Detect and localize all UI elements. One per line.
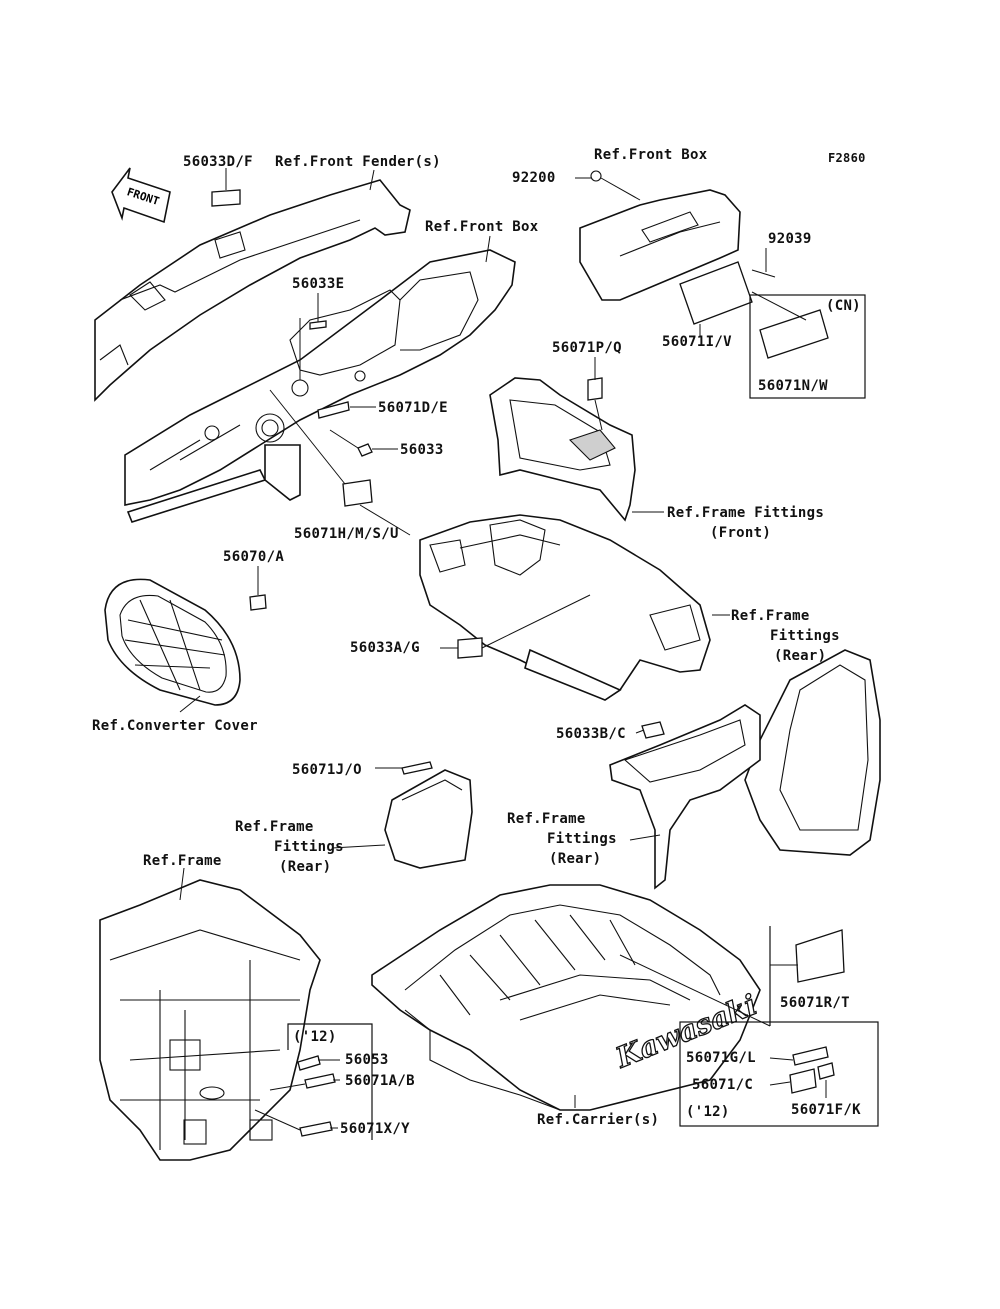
label-56071JO: 56071J/O: [292, 762, 362, 778]
decal-56033DF: [211, 189, 241, 207]
frame-drawing: [99, 879, 321, 1161]
front-fender-drawing: [94, 179, 411, 402]
decal-56071XY: [299, 1121, 333, 1137]
decal-56071GL: [792, 1046, 829, 1066]
label-92200: 92200: [512, 170, 556, 186]
rear-frame-fittings-drawing: [609, 649, 881, 890]
label-56071FK: 56071F/K: [791, 1102, 861, 1118]
ref-frame-fittings-rear-b2: Fittings: [274, 839, 344, 855]
rear-plate-drawing: [384, 769, 473, 869]
label-56033: 56033: [400, 442, 444, 458]
ref-front-box-top: Ref.Front Box: [594, 147, 708, 163]
label-92039: 92039: [768, 231, 812, 247]
label-year12-left: ('12): [293, 1029, 337, 1045]
decal-56033BC: [641, 721, 665, 739]
figure-code: F2860: [828, 151, 866, 165]
ref-frame: Ref.Frame: [143, 853, 222, 869]
front-box-drawing: [579, 170, 776, 301]
decal-56071IV: [679, 261, 753, 325]
ref-frame-fittings-rear-a3: (Rear): [774, 648, 827, 664]
label-56033DF: 56033D/F: [183, 154, 253, 170]
label-56071NW: 56071N/W: [758, 378, 828, 394]
ref-converter-cover: Ref.Converter Cover: [92, 718, 258, 734]
label-cn: (CN): [826, 298, 861, 314]
label-56071PQ: 56071P/Q: [552, 340, 622, 356]
year12-left-callout-box: [287, 1023, 373, 1140]
ref-frame-fittings-rear-c2: Fittings: [547, 831, 617, 847]
year12-right-callout-box: [679, 1021, 879, 1127]
label-56071HMSU: 56071H/M/S/U: [294, 526, 399, 542]
decal-56033: [357, 443, 373, 457]
ref-frame-fittings-rear-a1: Ref.Frame: [731, 608, 810, 624]
ref-frame-fittings-front-1: Ref.Frame Fittings: [667, 505, 825, 521]
label-56071AB: 56071A/B: [345, 1073, 415, 1089]
decal-56071RT: [795, 929, 845, 983]
decal-56071HMSU: [342, 479, 373, 507]
label-56033E: 56033E: [292, 276, 345, 292]
ref-front-fender: Ref.Front Fender(s): [275, 154, 441, 170]
ref-frame-fittings-rear-b1: Ref.Frame: [235, 819, 314, 835]
label-56053: 56053: [345, 1052, 389, 1068]
decal-56053: [297, 1055, 321, 1071]
front-arrow-icon: FRONT: [111, 167, 171, 224]
decal-56071C: [789, 1068, 817, 1094]
decal-56071FK: [817, 1062, 835, 1080]
label-56071XY: 56071X/Y: [340, 1121, 410, 1137]
ref-front-box-main: Ref.Front Box: [425, 219, 539, 235]
leader-lines: [179, 168, 827, 1131]
ref-frame-fittings-front-2: (Front): [710, 525, 772, 541]
decal-56033E: [309, 320, 327, 330]
decal-56033AG: [457, 637, 483, 659]
decal-56071NW: [759, 309, 829, 359]
decal-56070A: [249, 594, 267, 611]
converter-cover-drawing: [104, 578, 241, 706]
label-year12-right: ('12): [686, 1104, 730, 1120]
label-56070A: 56070/A: [223, 549, 285, 565]
ref-frame-fittings-rear-c1: Ref.Frame: [507, 811, 586, 827]
ref-carrier: Ref.Carrier(s): [537, 1112, 660, 1128]
ref-frame-fittings-rear-b3: (Rear): [279, 859, 332, 875]
label-56071IV: 56071I/V: [662, 334, 732, 350]
dashboard-drawing: [124, 249, 516, 523]
label-56071RT: 56071R/T: [780, 995, 850, 1011]
label-56071C: 56071/C: [692, 1077, 754, 1093]
label-56033BC: 56033B/C: [556, 726, 626, 742]
cn-callout-box: [749, 294, 866, 399]
decal-56071AB: [304, 1073, 336, 1089]
front-side-panel-drawing: [489, 377, 636, 522]
decal-56071DE: [317, 401, 350, 419]
ref-frame-fittings-rear-a2: Fittings: [770, 628, 840, 644]
decal-56071PQ: [587, 377, 603, 401]
label-56071DE: 56071D/E: [378, 400, 448, 416]
ref-frame-fittings-rear-c3: (Rear): [549, 851, 602, 867]
label-56071GL: 56071G/L: [686, 1050, 756, 1066]
label-56033AG: 56033A/G: [350, 640, 420, 656]
decal-56071JO: [401, 761, 433, 775]
